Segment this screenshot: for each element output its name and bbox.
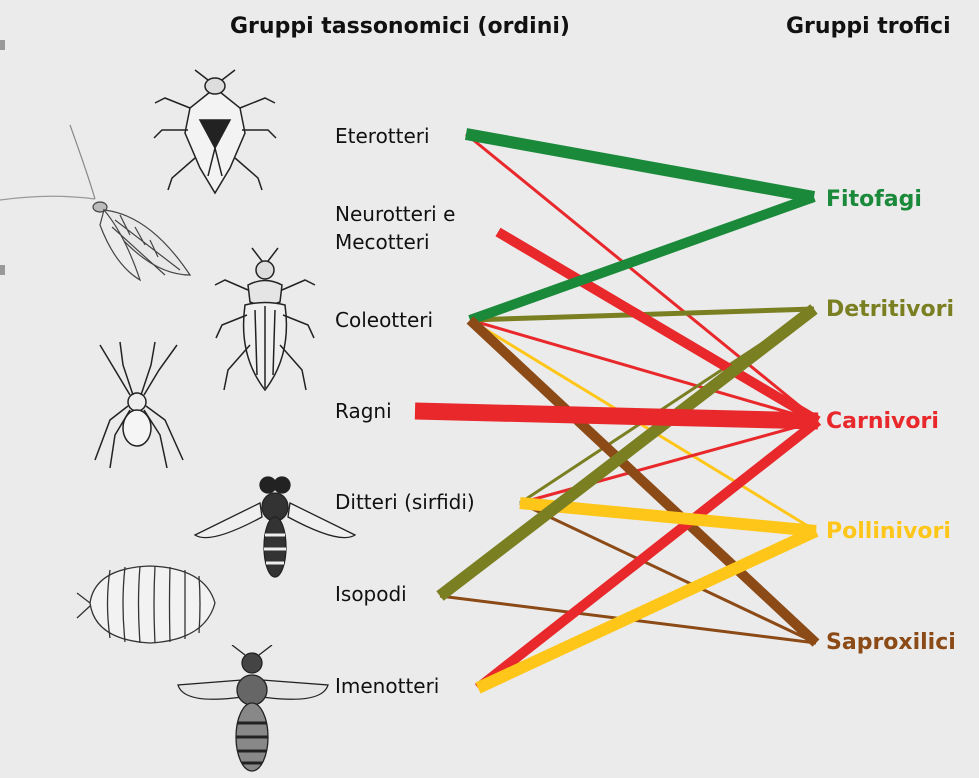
target-label-fitofagi: Fitofagi (826, 186, 922, 214)
target-label-saproxilici: Saproxilici (826, 629, 956, 657)
source-label-coleotteri: Coleotteri (335, 306, 433, 334)
lacewing-illustration (0, 115, 200, 290)
target-label-carnivori: Carnivori (826, 408, 939, 436)
link-eterotteri-fitofagi (466, 134, 814, 197)
spider-illustration (85, 340, 195, 470)
link-eterotteri-carnivori (466, 134, 818, 421)
bee-illustration (170, 645, 335, 778)
target-label-detritivori: Detritivori (826, 296, 954, 324)
link-coleotteri-saproxilici (470, 320, 816, 643)
ground-beetle-illustration (210, 240, 320, 420)
source-label-imenotteri: Imenotteri (335, 672, 439, 700)
link-ragni-carnivori (415, 411, 818, 421)
source-label-eterotteri: Eterotteri (335, 122, 430, 150)
source-label-ragni: Ragni (335, 397, 392, 425)
target-label-pollinivori: Pollinivori (826, 518, 951, 546)
link-coleotteri-fitofagi (470, 197, 814, 320)
isopod-illustration (75, 558, 225, 648)
